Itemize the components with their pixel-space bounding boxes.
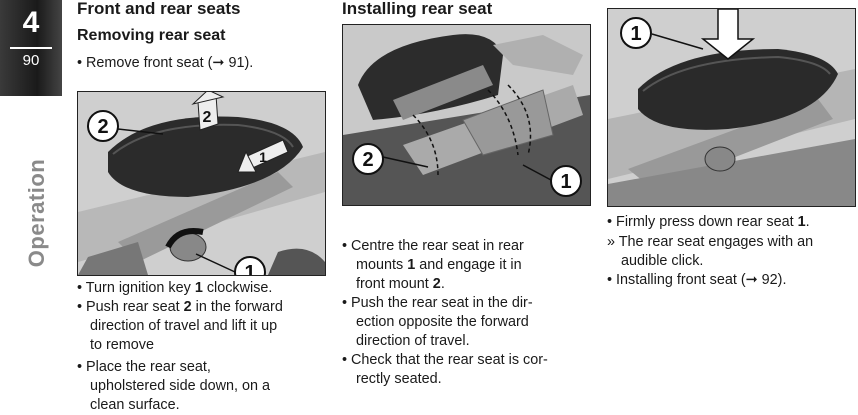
step-line: • Check that the rear seat is cor-	[342, 352, 548, 368]
page-number: 90	[22, 52, 40, 69]
step-line: » The rear seat engages with an	[607, 234, 814, 250]
step-line: mounts 1 and engage it in	[356, 257, 522, 273]
step-line: • Turn ignition key 1 clockwise.	[77, 280, 273, 296]
chapter-block: 4 90	[0, 0, 62, 96]
step-line: rectly seated.	[356, 371, 442, 387]
step-line: direction of travel and lift it up	[90, 318, 278, 334]
photo-pressing-rear-seat: 1	[607, 8, 856, 207]
callout-1: 1	[630, 23, 641, 45]
intro-step: • Remove front seat (➞ 91).	[77, 55, 254, 71]
step-line: • Push rear seat 2 in the forward	[77, 299, 283, 315]
section-heading-installing: Installing rear seat	[342, 0, 493, 18]
photo-removing-rear-seat: 2 1 2 1	[77, 91, 326, 276]
callout-1: 1	[560, 171, 571, 193]
step-line: upholstered side down, on a	[90, 378, 271, 394]
chapter-sidebar: 4 90 Operation	[0, 0, 62, 415]
photo-installing-rear-seat: 2 1	[342, 24, 591, 206]
step-line: clean surface.	[90, 397, 180, 413]
arrow-digit-1: 1	[259, 149, 267, 165]
chapter-number: 4	[22, 6, 40, 39]
step-line: audible click.	[621, 253, 704, 269]
step-line: • Firmly press down rear seat 1.	[607, 214, 810, 230]
callout-2: 2	[362, 149, 373, 171]
step-line: • Installing front seat (➞ 92).	[607, 272, 787, 288]
callout-2: 2	[97, 116, 108, 138]
callout-1: 1	[244, 262, 255, 275]
step-line: direction of travel.	[356, 333, 470, 349]
section-tab: Operation	[22, 145, 52, 280]
chapter-divider	[10, 47, 52, 49]
step-line: • Push the rear seat in the dir-	[342, 295, 533, 311]
step-line: • Centre the rear seat in rear	[342, 238, 524, 254]
step-line: ection opposite the forward	[356, 314, 529, 330]
step-line: to remove	[90, 337, 154, 353]
page-title: Front and rear seats	[77, 0, 241, 18]
step-line: front mount 2.	[356, 276, 445, 292]
arrow-digit-2: 2	[203, 109, 212, 126]
section-heading-removing: Removing rear seat	[77, 27, 226, 44]
section-label: Operation	[24, 158, 49, 267]
step-line: • Place the rear seat,	[77, 359, 211, 375]
